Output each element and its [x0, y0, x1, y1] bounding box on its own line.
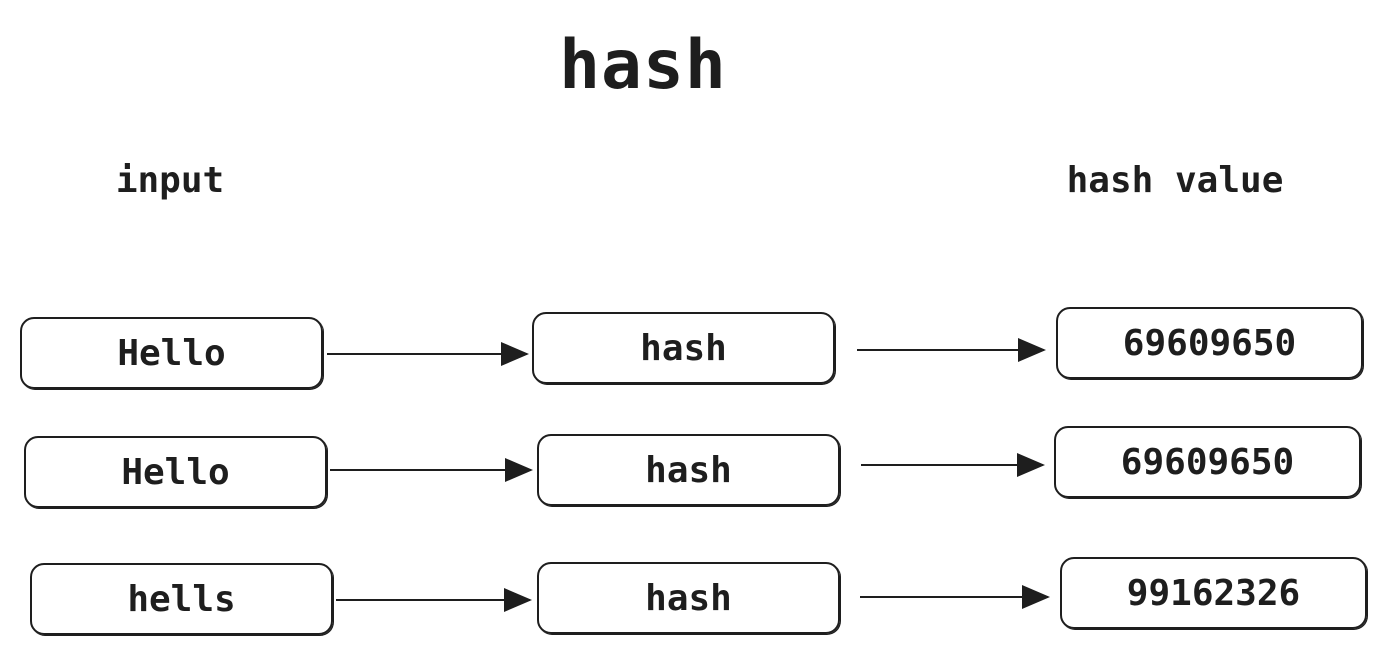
hash-function-node-3: hash [537, 562, 840, 634]
output-column-header: hash value [1066, 160, 1284, 201]
input-node-2: Hello [24, 436, 327, 508]
hash-function-node-2-label: hash [645, 449, 732, 491]
output-node-3: 99162326 [1060, 557, 1367, 629]
output-node-1: 69609650 [1056, 307, 1363, 379]
output-node-3-label: 99162326 [1126, 572, 1301, 614]
diagram-title: hash [559, 26, 727, 105]
hash-function-node-2: hash [537, 434, 840, 506]
input-column-header: input [115, 160, 225, 201]
arrow-hash-to-output-1 [857, 338, 1046, 362]
hash-function-node-1-label: hash [640, 327, 727, 369]
output-node-2: 69609650 [1054, 426, 1361, 498]
input-node-2-label: Hello [121, 451, 230, 493]
input-node-3: hells [30, 563, 333, 635]
arrow-input-to-hash-3 [336, 588, 532, 612]
hash-function-node-1: hash [532, 312, 835, 384]
output-node-1-label: 69609650 [1122, 322, 1297, 364]
input-node-3-label: hells [127, 578, 236, 620]
hash-function-node-3-label: hash [645, 577, 732, 619]
arrow-hash-to-output-3 [860, 585, 1050, 609]
arrow-input-to-hash-1 [327, 342, 529, 366]
arrow-hash-to-output-2 [861, 453, 1045, 477]
arrow-input-to-hash-2 [330, 458, 533, 482]
input-node-1-label: Hello [117, 332, 226, 374]
input-node-1: Hello [20, 317, 323, 389]
output-node-2-label: 69609650 [1120, 441, 1295, 483]
